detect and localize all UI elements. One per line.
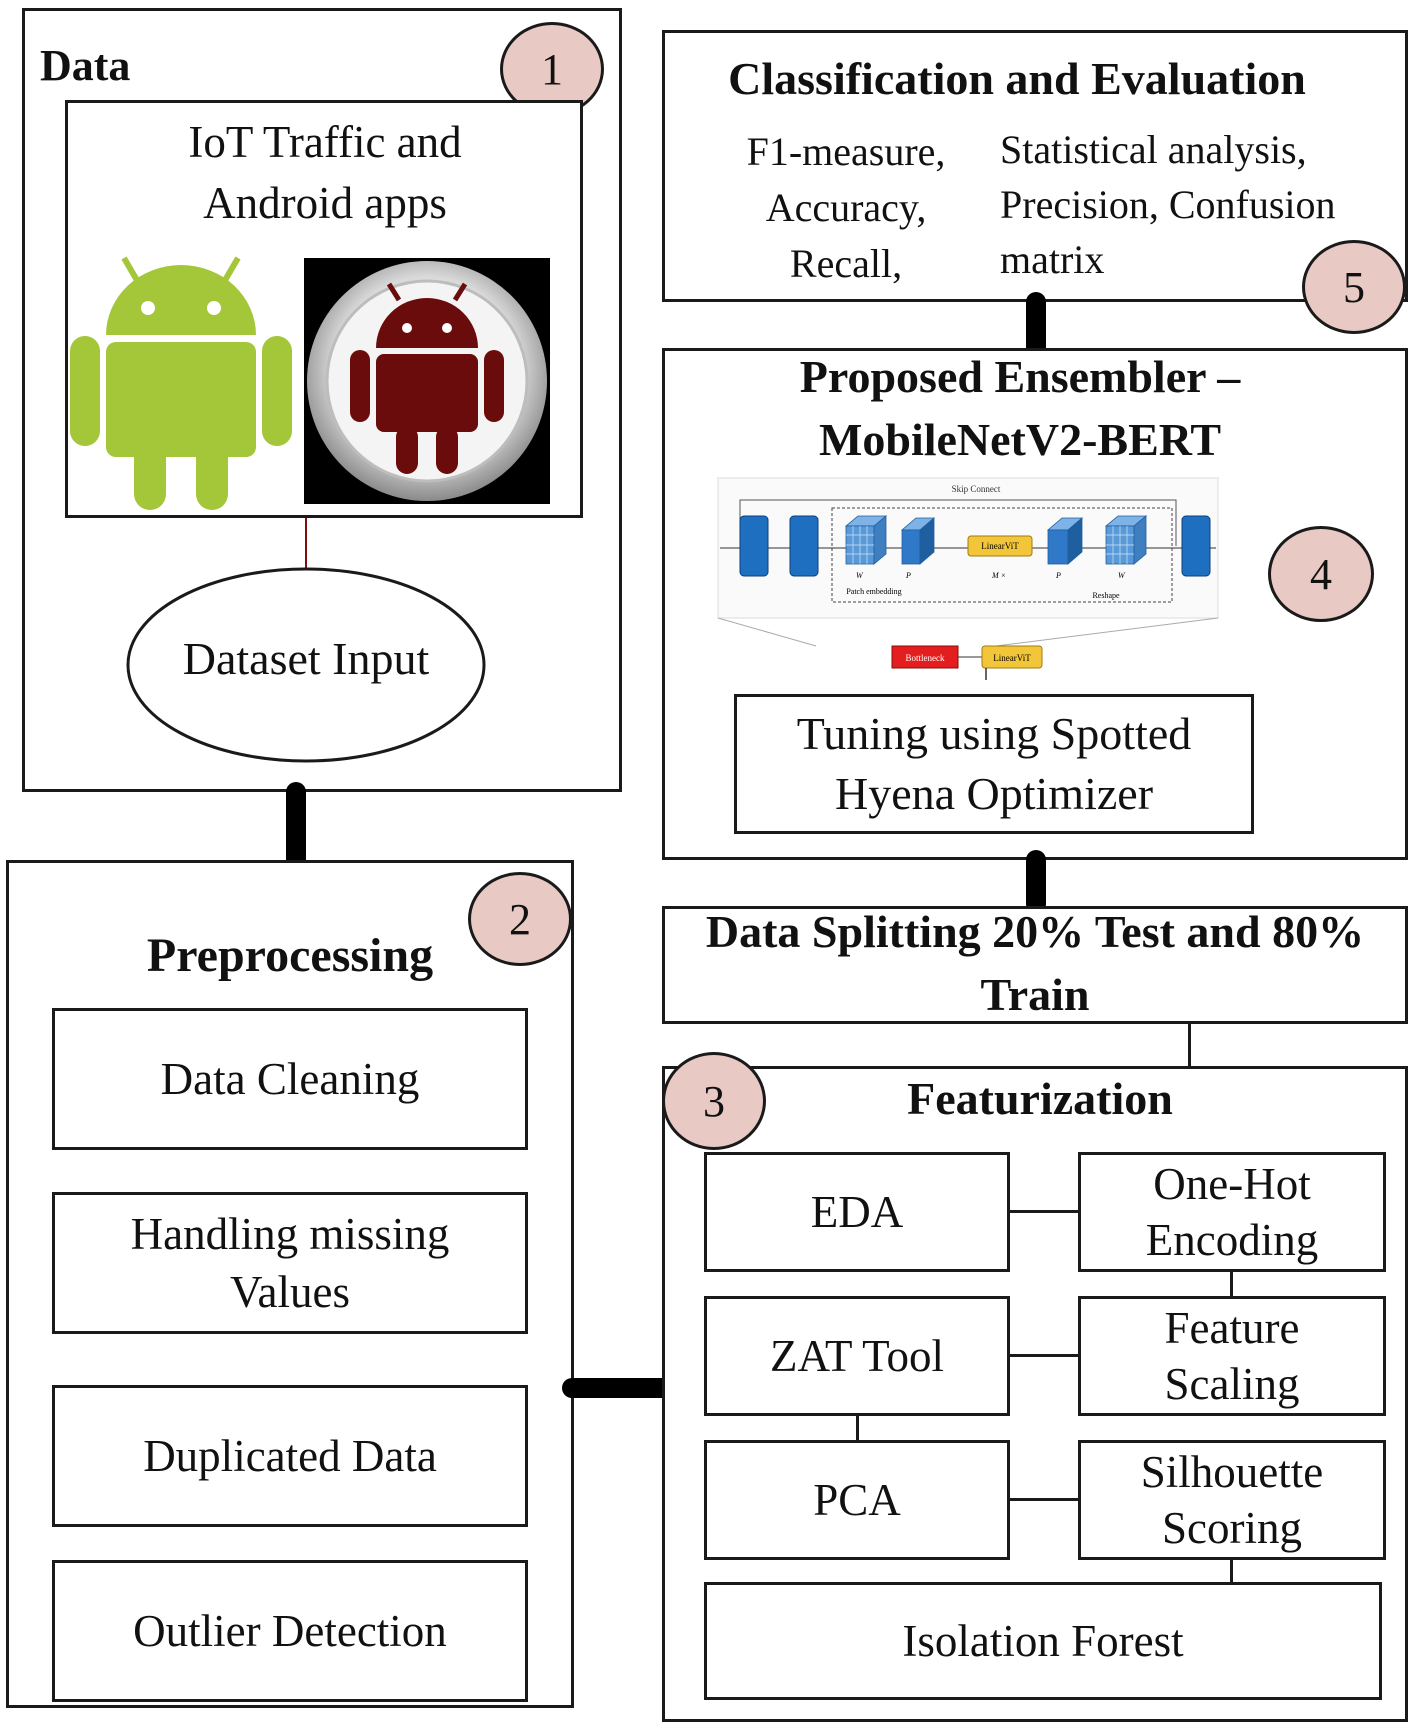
data-splitting-label: Data Splitting 20% Test and 80% Train <box>705 906 1365 1021</box>
connector-zat-scaling <box>1010 1354 1078 1357</box>
connector-zat-pca <box>856 1416 859 1440</box>
svg-text:Patch embedding: Patch embedding <box>846 587 901 596</box>
connector-eda-one-hot <box>1010 1210 1078 1213</box>
preprocessing-step: Duplicated Data <box>52 1385 528 1527</box>
silhouette-box: Silhouette Scoring <box>1078 1440 1386 1560</box>
isolation-forest-box: Isolation Forest <box>704 1582 1382 1700</box>
svg-text:W: W <box>1118 571 1126 580</box>
eda-box: EDA <box>704 1152 1010 1272</box>
model-title: Proposed Ensembler – MobileNetV2-BERT <box>799 351 1241 466</box>
svg-text:Bottleneck: Bottleneck <box>906 653 945 663</box>
skip-connect-label: Skip Connect <box>952 484 1001 494</box>
conv-3x3-block <box>739 515 769 577</box>
preprocessing-step: Handling missing Values <box>52 1192 528 1334</box>
zat-tool-box: ZAT Tool <box>704 1296 1010 1416</box>
preprocessing-step: Outlier Detection <box>52 1560 528 1702</box>
evaluation-metrics-left: F1-measure, Accuracy, Recall, <box>746 129 946 286</box>
connector-featurization-to-splitting <box>1188 1024 1191 1068</box>
iot-traffic-label: IoT Traffic and Android apps <box>188 117 462 228</box>
reshape-grid-cube <box>1104 515 1148 565</box>
step-4-badge: 4 <box>1268 526 1374 622</box>
feature-cube <box>900 517 936 565</box>
connector-data-to-input <box>305 518 307 568</box>
linearvit-block <box>967 535 1033 557</box>
linearvit-block <box>981 645 1043 669</box>
pca-box: PCA <box>704 1440 1010 1560</box>
android-green-icon <box>70 256 292 510</box>
connector-one-hot-scaling <box>1230 1272 1233 1296</box>
evaluation-section <box>662 30 1408 302</box>
evaluation-title: Classification and Evaluation <box>728 53 1306 104</box>
conv-1x1-block <box>1181 515 1211 577</box>
mobilevit-architecture-diagram: Skip Connect LinearViT W P M × P W Patch… <box>717 477 1219 680</box>
preprocessing-step: Data Cleaning <box>52 1008 528 1150</box>
connector-data-to-preprocessing <box>286 782 306 870</box>
dataset-input-ellipse <box>126 567 486 763</box>
step-2-badge: 2 <box>468 872 572 966</box>
svg-text:P: P <box>1055 571 1061 580</box>
data-title: Data <box>40 41 131 90</box>
feature-cube <box>1046 517 1084 565</box>
preprocessing-title: Preprocessing <box>146 929 434 982</box>
connector-preprocessing-to-featurization <box>562 1378 674 1398</box>
svg-text:M ×: M × <box>991 571 1006 580</box>
svg-text:Reshape: Reshape <box>1092 591 1120 600</box>
connector-splitting-to-model <box>1026 850 1046 914</box>
step-3-badge: 3 <box>662 1052 766 1150</box>
svg-text:P: P <box>905 571 911 580</box>
connector-silhouette-isolation <box>1230 1560 1233 1582</box>
featurization-title: Featurization <box>907 1073 1173 1124</box>
svg-text:LinearViT: LinearViT <box>993 653 1031 663</box>
data-splitting-box <box>662 906 1408 1024</box>
dataset-input-label: Dataset Input <box>182 633 430 684</box>
svg-text:W: W <box>856 571 864 580</box>
tuning-box: Tuning using Spotted Hyena Optimizer <box>734 694 1254 834</box>
step-5-badge: 5 <box>1302 240 1406 334</box>
one-hot-box: One-Hot Encoding <box>1078 1152 1386 1272</box>
patch-grid-cube <box>844 515 888 565</box>
feature-scaling-box: Feature Scaling <box>1078 1296 1386 1416</box>
connector-model-to-evaluation <box>1026 292 1046 358</box>
evaluation-metrics-right: Statistical analysis, Precision, Confusi… <box>1000 127 1336 283</box>
conv-1x1-block <box>789 515 819 577</box>
malware-android-icon <box>307 261 547 501</box>
svg-text:LinearViT: LinearViT <box>981 541 1019 551</box>
connector-pca-silhouette <box>1010 1498 1078 1501</box>
